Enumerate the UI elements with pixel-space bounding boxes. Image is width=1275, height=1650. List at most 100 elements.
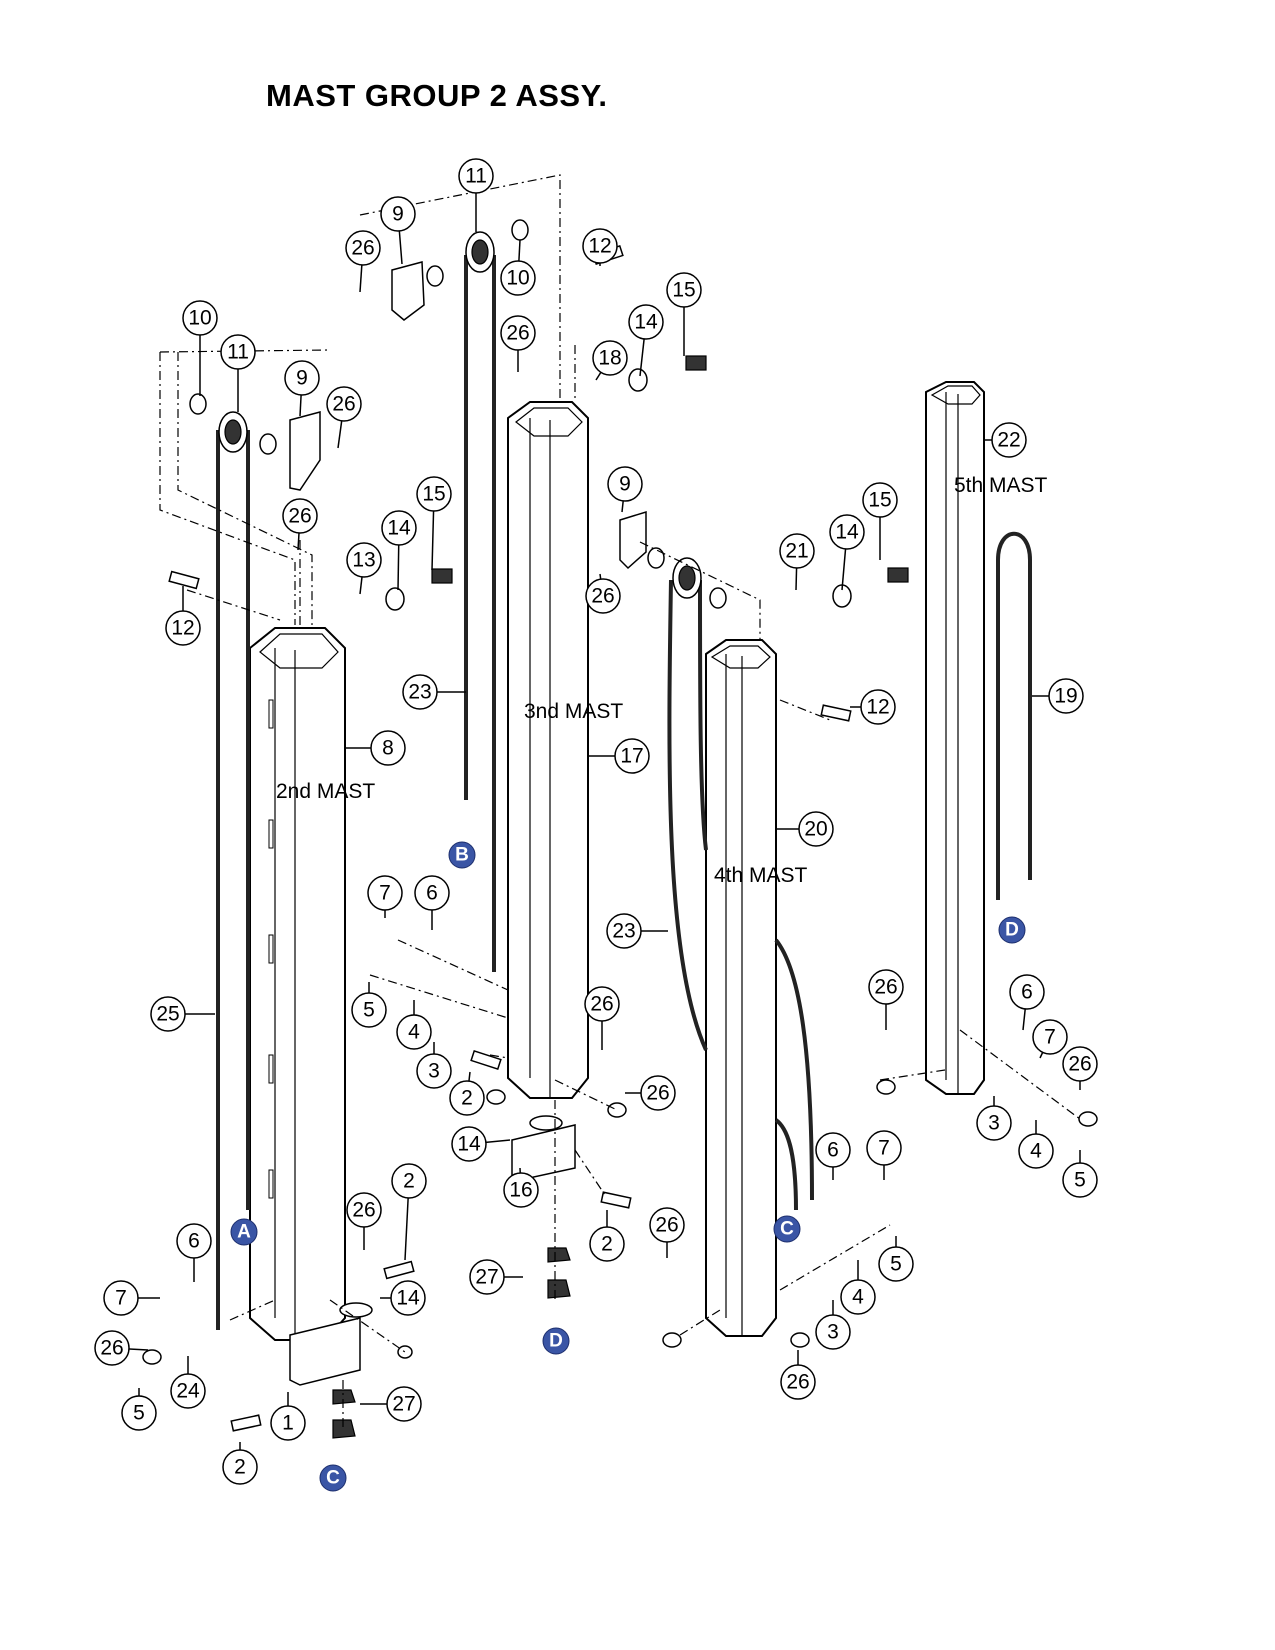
callout-number: 14 xyxy=(396,1287,420,1310)
callout-number: 26 xyxy=(1068,1053,1091,1076)
callout-circle xyxy=(346,1192,382,1228)
callout-circle xyxy=(500,260,536,296)
bolts xyxy=(168,244,909,1439)
callout-circle xyxy=(1018,1133,1054,1169)
callout-number: 11 xyxy=(227,341,249,364)
reference-marker-letter: C xyxy=(326,1468,340,1489)
part-callout-26: 26 xyxy=(868,969,904,1030)
callout-circle xyxy=(815,1314,851,1350)
part-callout-4: 4 xyxy=(396,1000,432,1050)
part-callout-1: 1 xyxy=(270,1392,306,1441)
callout-number: 12 xyxy=(588,235,611,258)
callout-circle xyxy=(170,1373,206,1409)
callout-circle xyxy=(500,315,536,351)
part-callout-21: 21 xyxy=(779,533,815,591)
part-callout-27: 27 xyxy=(360,1386,422,1422)
callout-circle xyxy=(585,578,621,614)
part-callout-27: 27 xyxy=(469,1259,523,1295)
callout-number: 24 xyxy=(176,1380,200,1403)
part-callout-4: 4 xyxy=(1018,1120,1054,1169)
callout-circle xyxy=(878,1246,914,1282)
callout-number: 15 xyxy=(422,483,445,506)
reference-marker-circle xyxy=(998,916,1026,944)
callout-circle xyxy=(326,386,362,422)
fifth-mast-label: 5th MAST xyxy=(954,474,1048,497)
reference-marker-letter: A xyxy=(237,1222,251,1243)
part-callout-6: 6 xyxy=(176,1223,212,1282)
second-mast-label: 2nd MAST xyxy=(276,780,375,803)
callout-number: 6 xyxy=(188,1230,200,1253)
callout-number: 10 xyxy=(188,307,211,330)
callout-circle xyxy=(391,1163,427,1199)
callout-number: 5 xyxy=(1074,1169,1086,1192)
callout-circle xyxy=(381,510,417,546)
callout-number: 23 xyxy=(612,920,635,943)
callout-number: 19 xyxy=(1054,685,1077,708)
callout-number: 26 xyxy=(332,393,355,416)
part-callout-6: 6 xyxy=(815,1132,851,1180)
part-callout-26: 26 xyxy=(584,986,620,1050)
callout-number: 3 xyxy=(827,1321,839,1344)
callout-number: 6 xyxy=(827,1139,839,1162)
callout-number: 11 xyxy=(465,165,487,188)
callout-circle xyxy=(1048,678,1084,714)
callout-number: 3 xyxy=(428,1060,440,1083)
callout-circle xyxy=(798,811,834,847)
callout-number: 27 xyxy=(475,1266,498,1289)
third-mast xyxy=(507,401,589,1099)
callout-circle xyxy=(589,1226,625,1262)
callout-circle xyxy=(1032,1019,1068,1055)
reference-marker-circle xyxy=(773,1215,801,1243)
part-callout-5: 5 xyxy=(1062,1150,1098,1198)
callout-number: 26 xyxy=(646,1082,669,1105)
callout-number: 4 xyxy=(408,1021,420,1044)
callout-circle xyxy=(451,1126,487,1162)
reference-marker-D: D xyxy=(998,916,1026,944)
part-callout-19: 19 xyxy=(1032,678,1084,714)
callout-circle xyxy=(94,1330,130,1366)
part-callout-3: 3 xyxy=(976,1096,1012,1141)
callout-circle xyxy=(1062,1046,1098,1082)
part-callout-26: 26 xyxy=(649,1207,685,1258)
callout-number: 7 xyxy=(379,882,391,905)
part-callout-5: 5 xyxy=(878,1236,914,1282)
cables xyxy=(216,255,1032,1330)
callout-circle xyxy=(103,1280,139,1316)
callout-circle xyxy=(121,1395,157,1431)
part-callout-14: 14 xyxy=(380,1280,426,1316)
callout-circle xyxy=(860,689,896,725)
callout-number: 26 xyxy=(655,1214,678,1237)
callout-number: 26 xyxy=(351,237,374,260)
callout-number: 9 xyxy=(296,367,308,390)
part-callout-9: 9 xyxy=(284,360,320,417)
callout-circle xyxy=(386,1386,422,1422)
part-callout-2: 2 xyxy=(391,1163,427,1261)
part-callout-23: 23 xyxy=(606,913,668,949)
callout-circle xyxy=(868,969,904,1005)
callout-circle xyxy=(584,986,620,1022)
callout-number: 26 xyxy=(100,1337,123,1360)
reference-marker-letter: D xyxy=(549,1331,563,1352)
reference-marker-letter: D xyxy=(1005,920,1019,941)
callout-number: 26 xyxy=(506,322,529,345)
reference-marker-letter: B xyxy=(455,845,469,866)
part-callout-18: 18 xyxy=(592,340,628,381)
part-callout-26: 26 xyxy=(780,1350,816,1400)
callout-number: 6 xyxy=(426,882,438,905)
callout-circle xyxy=(416,1053,452,1089)
callout-circle xyxy=(351,992,387,1028)
callout-circle xyxy=(396,1014,432,1050)
callout-circle xyxy=(780,1364,816,1400)
callout-number: 26 xyxy=(874,976,897,999)
callout-circle xyxy=(270,1405,306,1441)
callout-circle xyxy=(840,1279,876,1315)
callout-circle xyxy=(390,1280,426,1316)
brackets xyxy=(289,261,647,1386)
part-callout-23: 23 xyxy=(402,674,466,710)
callout-circle xyxy=(284,360,320,396)
callout-number: 2 xyxy=(461,1087,473,1110)
part-callout-4: 4 xyxy=(840,1260,876,1315)
callout-circle xyxy=(640,1075,676,1111)
